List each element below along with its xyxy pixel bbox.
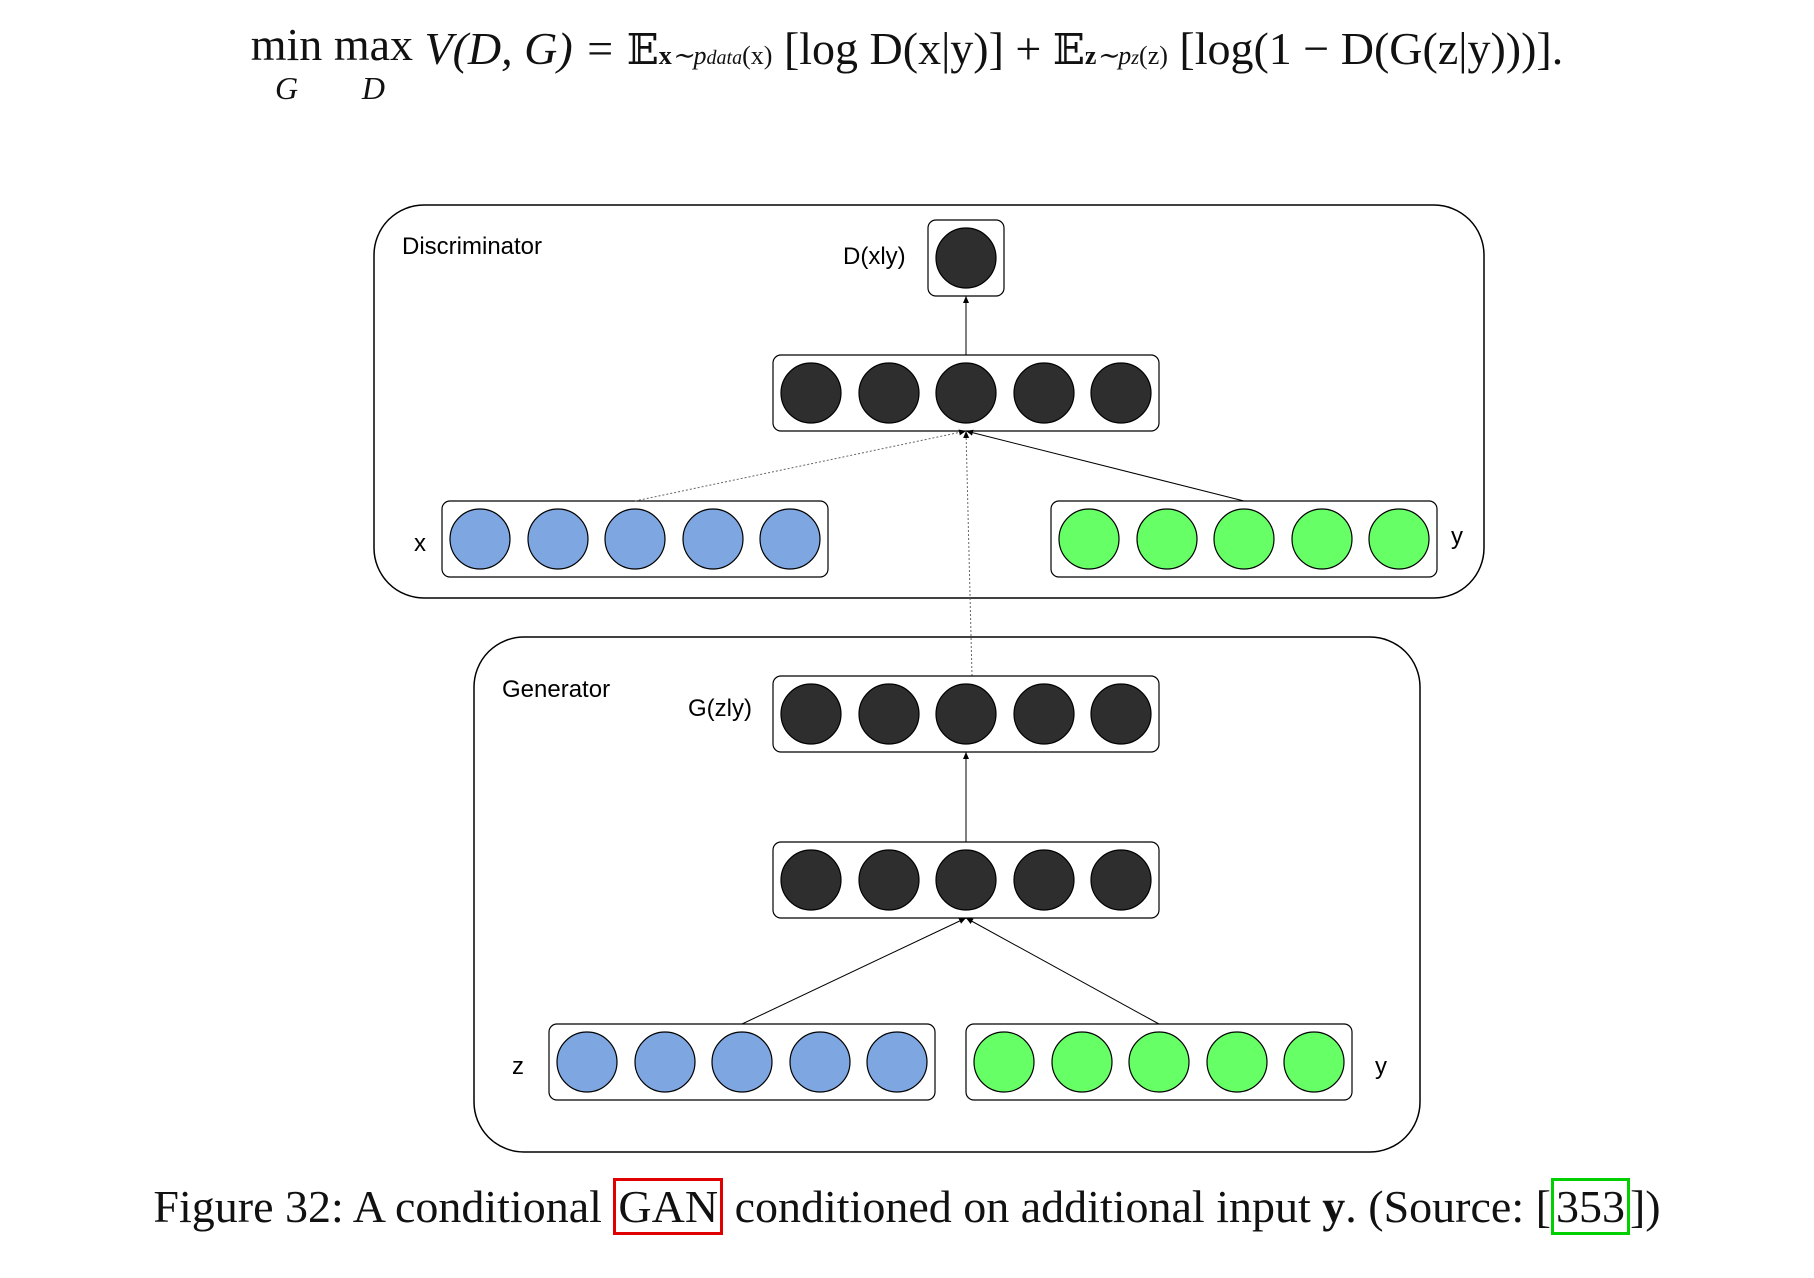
generator-y-nodes	[973, 1031, 1345, 1093]
equation-lhs: V(D, G) =	[424, 23, 616, 74]
expectation-subscript-1: x∼pdata(x)	[658, 41, 773, 70]
generator-output-node	[1090, 683, 1152, 745]
equation-term-2: [log(1 − D(G(z|y)))].	[1179, 23, 1564, 74]
discriminator-hidden-node	[1013, 362, 1075, 424]
generator-output-node	[935, 683, 997, 745]
generator-output-label: G(zly)	[688, 695, 752, 722]
expectation-symbol-1: 𝔼	[626, 25, 659, 74]
y-input-node	[1213, 508, 1275, 570]
y-input-node	[973, 1031, 1035, 1093]
x-input-node	[527, 508, 589, 570]
z-input-node	[634, 1031, 696, 1093]
y-input-node	[1051, 1031, 1113, 1093]
generator-to-discriminator-arrow	[963, 430, 973, 677]
discriminator-y-nodes	[1058, 508, 1430, 570]
generator-output-node	[780, 683, 842, 745]
discriminator-hidden-node	[1090, 362, 1152, 424]
citation-link[interactable]: 353	[1550, 1178, 1630, 1235]
discriminator-title: Discriminator	[402, 233, 542, 260]
z-input-node	[556, 1031, 618, 1093]
y-input-node	[1128, 1031, 1190, 1093]
expectation-subscript-2: z∼pz(z)	[1084, 41, 1168, 70]
gen-y-to-hidden-arrow	[965, 917, 1160, 1025]
generator-output-node	[1013, 683, 1075, 745]
discriminator-output-label: D(xly)	[843, 243, 906, 270]
discriminator-panel	[373, 204, 1485, 599]
x-to-hidden-arrow	[634, 429, 967, 502]
discriminator-x-label: x	[414, 530, 426, 557]
generator-panel	[473, 636, 1421, 1153]
expectation-symbol-2: 𝔼	[1052, 25, 1085, 74]
y-input-node	[1206, 1031, 1268, 1093]
x-input-node	[759, 508, 821, 570]
equation-term-1: [log D(x|y)]	[783, 23, 1004, 74]
y-input-node	[1291, 508, 1353, 570]
generator-z-input-layer	[548, 1023, 936, 1101]
generator-hidden-node	[1013, 849, 1075, 911]
figure-caption: Figure 32: A conditional GAN conditioned…	[0, 1178, 1814, 1235]
discriminator-output-node	[935, 227, 997, 289]
generator-output-node	[858, 683, 920, 745]
generator-hidden-nodes	[780, 849, 1152, 911]
x-input-node	[449, 508, 511, 570]
generator-output-nodes	[780, 683, 1152, 745]
generator-hidden-node	[858, 849, 920, 911]
z-to-hidden-arrow	[741, 917, 967, 1025]
x-input-node	[604, 508, 666, 570]
generator-hidden-node	[780, 849, 842, 911]
z-input-node	[711, 1031, 773, 1093]
discriminator-hidden-nodes	[780, 362, 1152, 424]
generator-hidden-node	[1090, 849, 1152, 911]
generator-title: Generator	[502, 676, 610, 703]
y-input-node	[1283, 1031, 1345, 1093]
y-input-node	[1368, 508, 1430, 570]
generator-hidden-node	[935, 849, 997, 911]
z-input-node	[866, 1031, 928, 1093]
discriminator-hidden-node	[858, 362, 920, 424]
z-input-node	[789, 1031, 851, 1093]
gan-glossary-link[interactable]: GAN	[613, 1178, 724, 1235]
generator-y-label: y	[1375, 1053, 1387, 1080]
y-input-node	[1058, 508, 1120, 570]
discriminator-hidden-node	[935, 362, 997, 424]
y-to-hidden-arrow	[965, 429, 1245, 502]
equation-plus: +	[1015, 23, 1042, 74]
generator-z-nodes	[556, 1031, 928, 1093]
discriminator-x-nodes	[449, 508, 821, 570]
y-input-node	[1136, 508, 1198, 570]
discriminator-hidden-node	[780, 362, 842, 424]
generator-z-label: z	[512, 1053, 524, 1080]
x-input-node	[682, 508, 744, 570]
discriminator-y-label: y	[1451, 523, 1463, 550]
